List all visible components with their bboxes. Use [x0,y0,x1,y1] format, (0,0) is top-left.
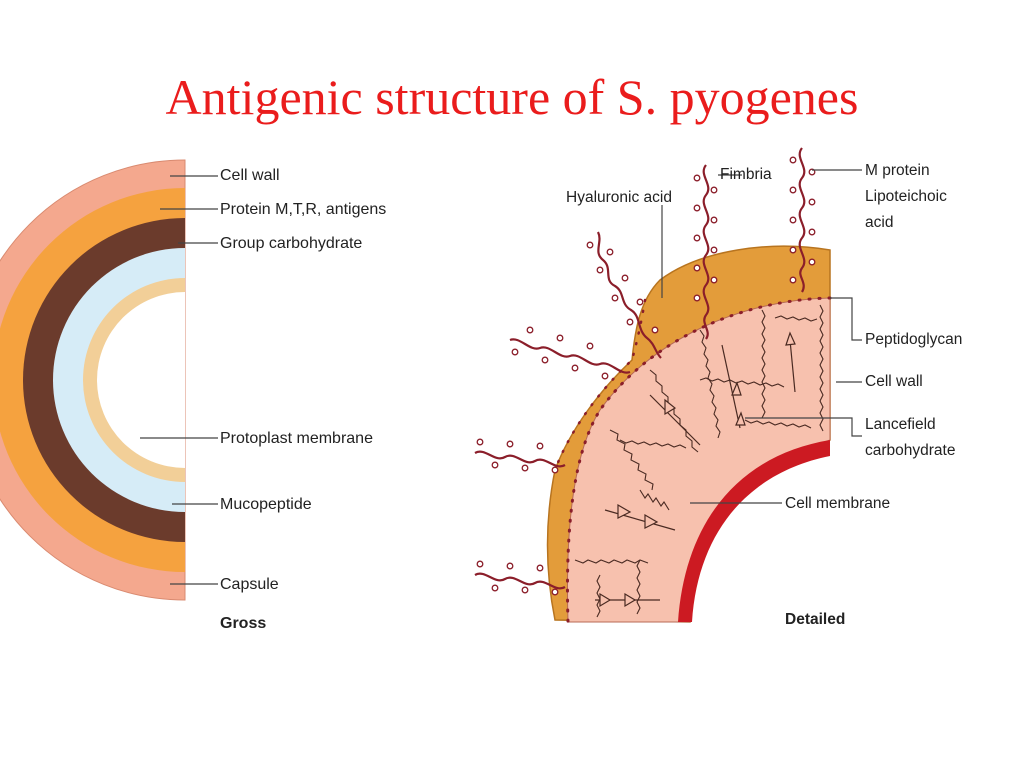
gross-label-group-carbohydrate: Group carbohydrate [220,235,363,252]
detailed-label-m-protein: M protein [865,162,930,179]
detailed-fimbria-dots [476,156,816,596]
detailed-fimbriae [474,147,806,590]
gross-label-mucopeptide: Mucopeptide [220,496,312,513]
gross-leader-lines [140,175,218,585]
detailed-outer-dots [553,298,647,472]
detailed-leader-lines [661,169,862,504]
detailed-label-lancefield: Lancefield [865,416,936,433]
detailed-label-lipoteichoic: Lipoteichoic [865,188,947,205]
gross-caption: Gross [220,615,267,632]
detailed-label-hyaluronic-acid: Hyaluronic acid [566,189,672,206]
gross-label-protein: Protein M,T,R, antigens [220,201,387,218]
gross-label-cell-wall: Cell wall [220,167,280,184]
detailed-caption: Detailed [785,611,846,628]
gross-label-capsule: Capsule [220,576,279,593]
detailed-label-cell-membrane: Cell membrane [785,495,891,512]
gross-cytoplasm [97,292,185,468]
detailed-label-fimbria: Fimbria [720,166,772,183]
detailed-wall-arrows [595,331,796,608]
gross-label-protoplast-membrane: Protoplast membrane [220,430,373,447]
detailed-peptidoglycan-network [574,304,824,618]
detailed-label-lipoteichoic-acid: acid [865,214,894,231]
slide-title: Antigenic structure of S. pyogenes [165,69,859,125]
detailed-label-cell-wall: Cell wall [865,373,923,390]
detailed-lipoteichoic-dots [565,296,832,624]
detailed-label-peptidoglycan: Peptidoglycan [865,331,963,348]
detailed-cell-membrane [678,440,830,622]
detailed-label-lancefield-carbohydrate: carbohydrate [865,442,956,459]
